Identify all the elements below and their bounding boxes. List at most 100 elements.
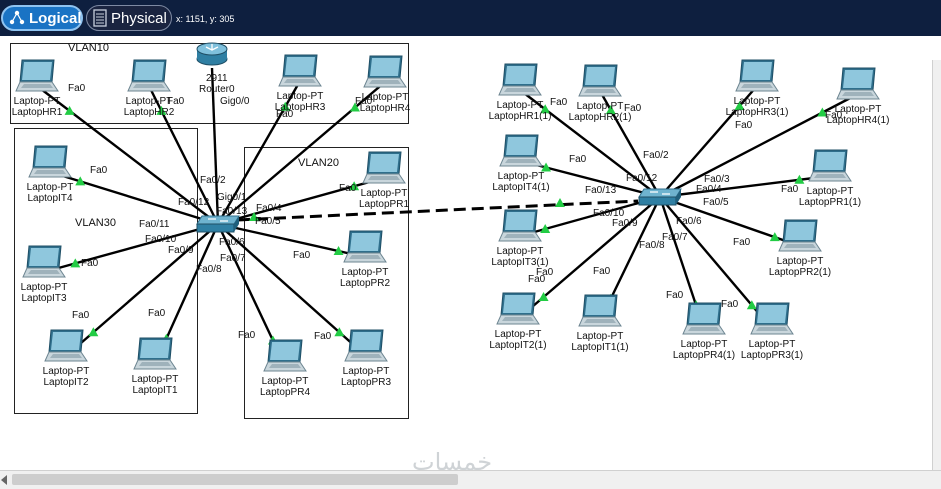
device-model-label: Laptop-PT: [834, 104, 882, 115]
laptop-port-label: Fa0: [550, 97, 568, 108]
device-model-label: Laptop-PT: [125, 96, 173, 107]
laptop-icon[interactable]: [342, 229, 388, 265]
link-status-light: [334, 327, 345, 337]
switch-port-label: Fa0/12: [178, 197, 210, 208]
switch-port-label: Fa0/10: [145, 234, 177, 245]
laptop-icon[interactable]: [497, 208, 543, 244]
vlan20-area: [244, 147, 409, 419]
laptop-icon[interactable]: [495, 291, 541, 327]
vlan20-label: VLAN20: [298, 157, 339, 169]
device-name-label: LaptopHR3(1): [725, 107, 789, 118]
laptop-icon[interactable]: [361, 150, 407, 186]
device-name-label: LaptopIT4(1): [492, 182, 550, 193]
laptop-icon[interactable]: [777, 218, 823, 254]
link-status-light: [540, 223, 551, 233]
switch-port-label: Fa0/13: [216, 206, 248, 217]
laptop-icon[interactable]: [126, 58, 172, 94]
logical-view-tab[interactable]: Logical: [1, 5, 83, 31]
device-model-label: Laptop-PT: [497, 171, 545, 182]
cable-link[interactable]: [659, 92, 859, 199]
device-name-label: LaptopPR4: [259, 387, 311, 398]
device-name-label: LaptopHR1: [11, 107, 63, 118]
router-switch-link[interactable]: [210, 67, 220, 225]
horizontal-scrollbar-thumb[interactable]: [12, 474, 458, 485]
switch-port-label: Fa0/10: [593, 208, 625, 219]
device-model-label: Laptop-PT: [13, 96, 61, 107]
laptop-icon[interactable]: [835, 66, 881, 102]
link-status-light: [88, 327, 99, 337]
link-status-light: [540, 104, 551, 114]
device-model-label: Laptop-PT: [733, 96, 781, 107]
laptop-icon[interactable]: [734, 58, 780, 94]
switch-port-label: Fa0/5: [703, 197, 729, 208]
device-name-label: LaptopIT2(1): [489, 340, 547, 351]
link-status-light: [541, 162, 552, 172]
device-name-label: LaptopPR2: [339, 278, 391, 289]
switch-port-label: Fa0/6: [676, 216, 702, 227]
laptop-port-label: Fa0: [569, 154, 587, 165]
laptop-port-label: Fa0: [148, 308, 166, 319]
laptop-icon[interactable]: [497, 62, 543, 98]
device-model-label: Laptop-PT: [576, 101, 624, 112]
laptop-icon[interactable]: [27, 144, 73, 180]
left-switch-icon[interactable]: [196, 215, 240, 238]
laptop-port-label: Fa0: [90, 165, 108, 176]
device-model-label: Laptop-PT: [776, 256, 824, 267]
link-status-light: [156, 105, 167, 115]
laptop-icon[interactable]: [749, 301, 795, 337]
laptop-icon[interactable]: [362, 54, 408, 90]
vlan30-label: VLAN30: [75, 217, 116, 229]
device-model-label: Laptop-PT: [342, 366, 390, 377]
link-status-light: [349, 102, 360, 112]
workspace-toolbar: Logical Physical x: 1151, y: 305: [0, 0, 941, 36]
laptop-icon[interactable]: [262, 338, 308, 374]
link-status-light: [794, 174, 805, 184]
laptop-port-label: Fa0: [781, 184, 799, 195]
laptop-icon[interactable]: [577, 63, 623, 99]
trunk-link[interactable]: [237, 199, 639, 222]
laptop-icon[interactable]: [43, 328, 89, 364]
laptop-icon[interactable]: [21, 244, 67, 280]
device-name-label: LaptopHR2: [123, 107, 175, 118]
laptop-icon[interactable]: [577, 293, 623, 329]
laptop-icon[interactable]: [132, 336, 178, 372]
cable-link[interactable]: [36, 85, 219, 225]
laptop-icon[interactable]: [681, 301, 727, 337]
switch-port-label: Fa0/4: [696, 184, 722, 195]
laptop-icon[interactable]: [277, 53, 323, 89]
laptop-port-label: Fa0: [735, 120, 753, 131]
device-name-label: LaptopHR2(1): [568, 112, 632, 123]
device-model-label: Laptop-PT: [20, 282, 68, 293]
device-name-label: LaptopHR4(1): [826, 115, 890, 126]
right-switch-icon[interactable]: [638, 188, 682, 211]
link-status-light: [64, 105, 75, 115]
device-model-label: Laptop-PT: [576, 331, 624, 342]
laptop-port-label: Fa0: [68, 83, 86, 94]
link-status-light: [75, 176, 86, 186]
link-status-light: [70, 258, 81, 268]
switch-port-label: Fa0/6: [219, 237, 245, 248]
device-model-label: Laptop-PT: [361, 92, 409, 103]
laptop-port-label: Fa0: [666, 290, 684, 301]
device-model-label: Laptop-PT: [496, 100, 544, 111]
horizontal-scrollbar[interactable]: [0, 470, 941, 489]
scroll-left-arrow-icon[interactable]: [1, 475, 7, 485]
laptop-icon[interactable]: [807, 148, 853, 184]
link-status-light: [349, 181, 360, 191]
switch-port-label: Fa0/9: [168, 245, 194, 256]
device-name-label: LaptopIT4: [27, 193, 73, 204]
laptop-icon[interactable]: [343, 328, 389, 364]
device-model-label: Laptop-PT: [680, 339, 728, 350]
physical-view-tab[interactable]: Physical: [86, 5, 172, 31]
cursor-coordinates: x: 1151, y: 305: [176, 14, 235, 24]
vertical-scrollbar[interactable]: [932, 60, 941, 470]
laptop-icon[interactable]: [498, 133, 544, 169]
cable-link[interactable]: [217, 81, 386, 225]
device-model-label: Laptop-PT: [131, 374, 179, 385]
laptop-port-label: Fa0: [314, 331, 332, 342]
laptop-icon[interactable]: [14, 58, 60, 94]
switch-port-label: Fa0/3: [704, 174, 730, 185]
router-icon[interactable]: [196, 41, 228, 72]
device-name-label: LaptopPR2(1): [768, 267, 832, 278]
